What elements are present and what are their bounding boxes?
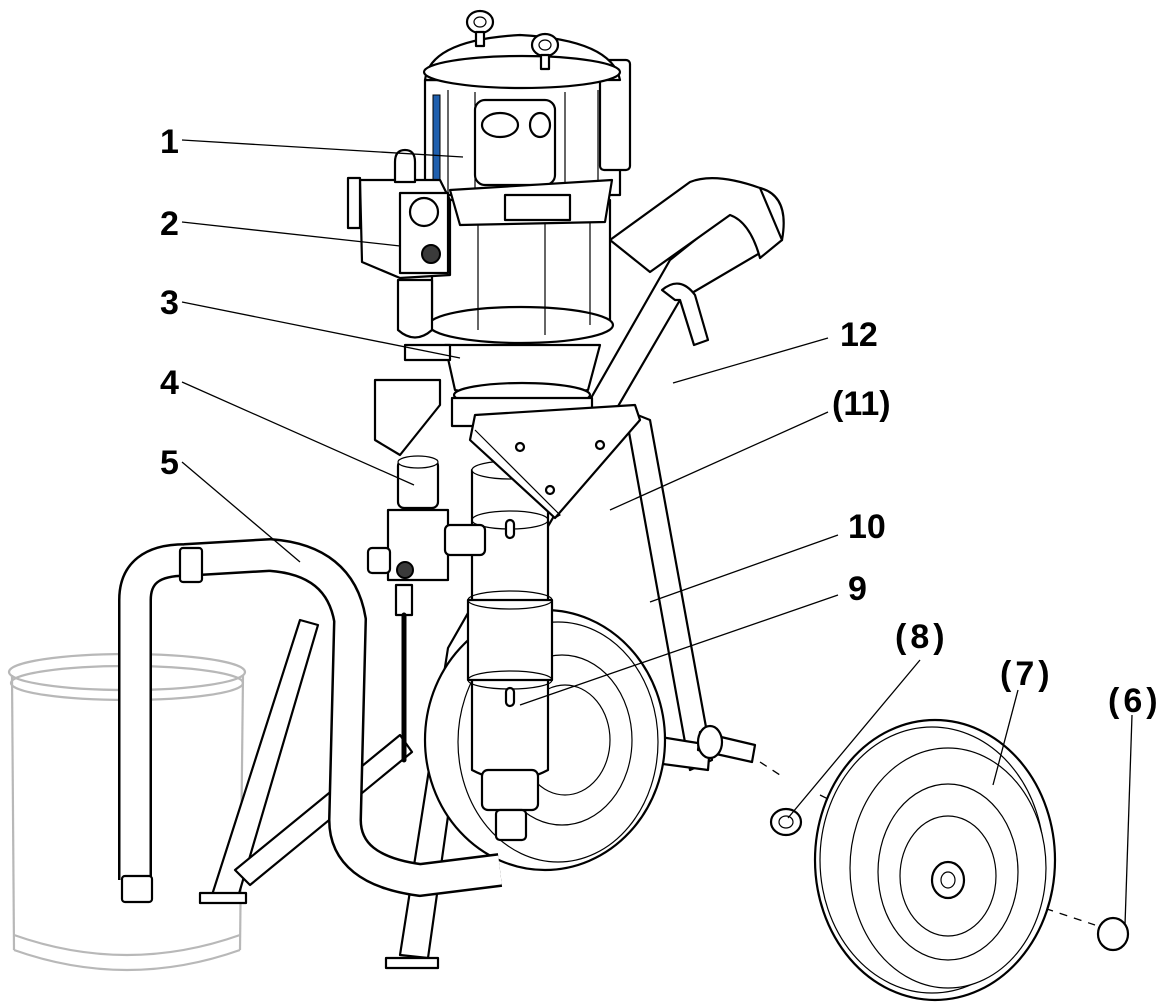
callout-11: (11) (832, 385, 891, 423)
callout-2: 2 (160, 205, 179, 243)
callout-3: 3 (160, 284, 179, 322)
axle-stub (696, 724, 757, 764)
callout-4: 4 (160, 364, 179, 402)
control-box (346, 148, 452, 339)
callout-6: (6) (1108, 682, 1162, 720)
leader-lines (181, 139, 1133, 926)
callout-7: (7) (1000, 655, 1054, 693)
callout-9: 9 (848, 570, 867, 608)
callout-10: 10 (848, 508, 886, 546)
axle-cap-6 (1096, 916, 1130, 952)
suction-hose (118, 537, 503, 904)
pressure-fitting (366, 455, 487, 763)
wheel-7 (813, 718, 1057, 1002)
motor-assembly (422, 9, 632, 345)
wheel-spacer-8 (769, 807, 803, 837)
callout-5: 5 (160, 444, 179, 482)
callout-1: 1 (160, 123, 179, 161)
callout-8: (8) (895, 618, 949, 656)
callout-12: 12 (840, 316, 878, 354)
mount-plate (373, 378, 642, 520)
callout-labels: 1 2 3 4 5 12 (11) 10 9 (8) (7) (6) (160, 123, 1162, 720)
